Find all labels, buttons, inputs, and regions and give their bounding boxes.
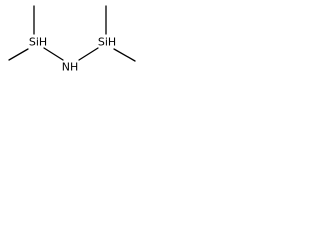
bond-right-methyl-down — [113, 48, 136, 62]
atom-label-si-right: SiH — [98, 36, 116, 49]
bond-n-to-right-si — [78, 47, 99, 61]
bond-left-si-to-n — [43, 47, 64, 61]
bond-left-methyl-down — [8, 48, 29, 61]
atom-label-nitrogen: NH — [62, 61, 79, 74]
atom-label-si-left: SiH — [29, 36, 47, 49]
structural-formula: SiH NH SiH — [8, 5, 136, 74]
